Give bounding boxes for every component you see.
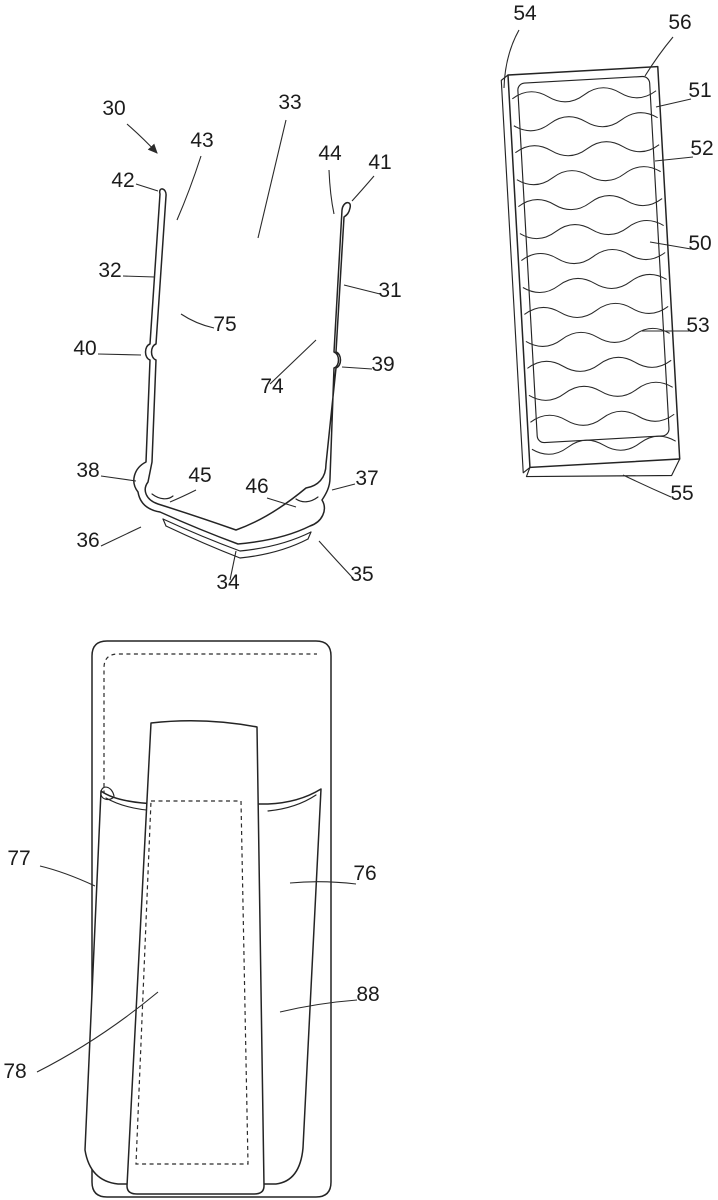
wave-line	[513, 112, 658, 132]
bracket-base-pad-upper-line	[162, 518, 312, 552]
wave-line	[518, 195, 663, 211]
center-strap	[126, 720, 265, 1195]
leader-77	[39, 865, 96, 887]
ref-label-37: 37	[355, 467, 378, 490]
wave-line	[519, 220, 664, 240]
pocket-rolled-edge-right	[267, 794, 317, 812]
ref-label-40: 40	[73, 337, 96, 360]
ref-label-76: 76	[353, 862, 376, 885]
ref-label-38: 38	[76, 459, 99, 482]
ref-label-32: 32	[98, 259, 121, 282]
ref-label-54: 54	[513, 2, 537, 25]
ref-label-43: 43	[190, 129, 213, 152]
ref-label-46: 46	[245, 475, 268, 498]
ref-label-45: 45	[188, 464, 211, 487]
bracket-left-corner-curl	[151, 493, 174, 500]
ref-label-88: 88	[356, 983, 379, 1006]
leader-41	[351, 175, 375, 202]
ref-label-74: 74	[260, 375, 284, 398]
ref-label-39: 39	[371, 353, 394, 376]
ref-label-50: 50	[688, 232, 711, 255]
ref-label-42: 42	[111, 169, 134, 192]
bracket-right-corner-curl	[295, 496, 319, 503]
wave-line	[516, 166, 661, 186]
leader-30	[126, 123, 158, 154]
leader-43	[176, 155, 202, 221]
leader-39	[341, 366, 373, 370]
leader-34	[229, 550, 237, 581]
leader-51	[655, 98, 692, 108]
leader-56	[644, 36, 674, 77]
wave-line	[521, 249, 666, 265]
leader-31	[343, 284, 381, 295]
panel-outer-border	[507, 65, 681, 469]
leader-75	[180, 313, 215, 329]
wave-line	[512, 87, 657, 103]
leader-76	[289, 881, 357, 885]
leader-46	[266, 497, 297, 508]
bracket-outline	[133, 188, 352, 545]
wave-line	[525, 327, 670, 347]
wave-line	[515, 141, 660, 157]
leader-36	[100, 526, 142, 547]
figure-pouch-assembly: 77 76 88 78	[3, 640, 380, 1198]
ref-label-75: 75	[213, 313, 236, 336]
ref-label-53: 53	[686, 314, 709, 337]
ref-label-78: 78	[3, 1060, 26, 1083]
ref-label-35: 35	[350, 563, 373, 586]
ref-label-30: 30	[102, 97, 125, 120]
leader-44	[328, 169, 335, 215]
leader-78	[36, 991, 159, 1073]
ref-label-34: 34	[216, 571, 240, 594]
leader-74	[269, 339, 317, 385]
wave-line	[528, 381, 673, 401]
figure-corrugated-panel: 54 56 51 52 50 53 55	[500, 2, 714, 505]
ref-label-33: 33	[278, 91, 301, 114]
ref-label-31: 31	[378, 279, 401, 302]
leader-52	[654, 156, 694, 162]
bracket-base-pad-lower-line	[165, 525, 309, 559]
bracket-base-pad-ends	[162, 518, 312, 540]
ref-label-44: 44	[318, 142, 342, 165]
wave-line	[522, 273, 667, 294]
ref-label-52: 52	[690, 137, 713, 160]
leader-55	[622, 474, 672, 498]
leader-42	[135, 183, 159, 192]
wave-line	[524, 302, 669, 318]
leader-38	[100, 475, 137, 482]
leader-37	[331, 483, 356, 491]
leader-35	[318, 540, 353, 578]
leader-50	[649, 241, 692, 250]
leader-45	[169, 489, 197, 503]
ref-label-55: 55	[670, 482, 693, 505]
strap-stitch-rectangle	[135, 800, 249, 1165]
ref-label-77: 77	[7, 847, 30, 870]
pocket-top-left-curl	[100, 786, 115, 801]
ref-label-41: 41	[368, 151, 391, 174]
figure-bracket-section: 30 33 43 44 41 42 32 31 75 40 39 74 38 4…	[73, 91, 401, 594]
wave-line	[531, 435, 676, 455]
panel-body	[500, 65, 681, 478]
leader-32	[122, 275, 156, 278]
leader-88	[279, 999, 358, 1013]
ref-label-51: 51	[688, 79, 711, 102]
back-panel-stitch-line	[103, 653, 317, 1162]
leader-54	[503, 29, 520, 89]
wave-line	[530, 410, 675, 426]
leader-40	[97, 353, 142, 356]
ref-label-56: 56	[668, 11, 691, 34]
wave-line	[527, 356, 672, 372]
ref-label-36: 36	[76, 529, 99, 552]
leader-33	[257, 119, 287, 239]
